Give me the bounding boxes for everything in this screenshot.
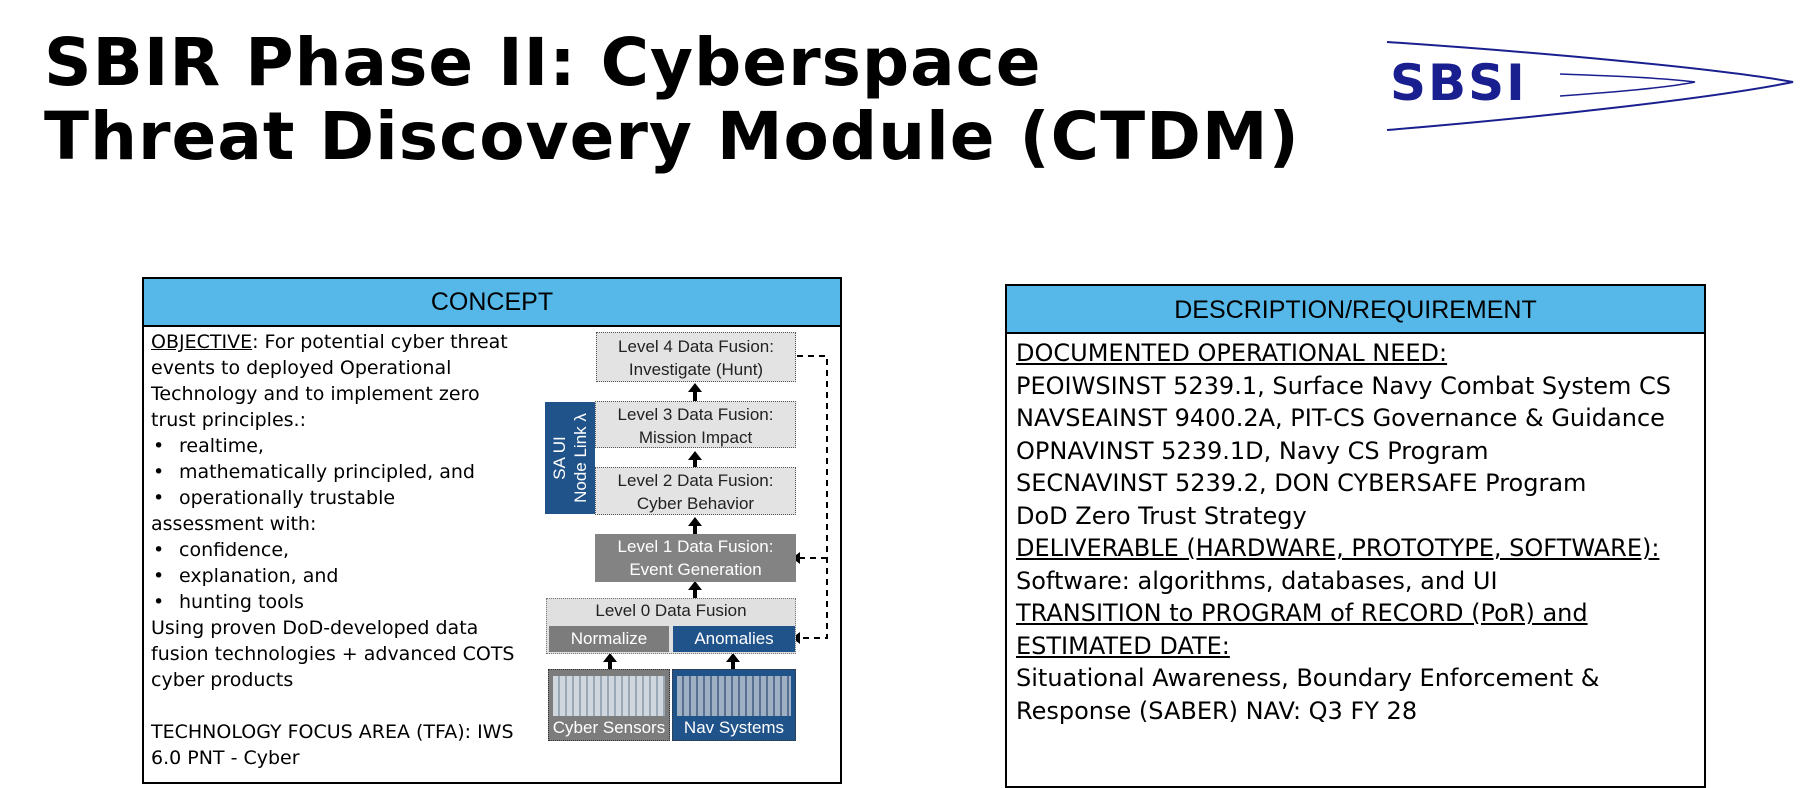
concept-text: OBJECTIVE: For potential cyber threat ev… — [151, 329, 541, 771]
page-title: SBIR Phase II: Cyberspace Threat Discove… — [44, 26, 1364, 174]
bullet-item: mathematically principled, and — [151, 459, 541, 485]
need-label: DOCUMENTED OPERATIONAL NEED: — [1016, 339, 1448, 367]
text-line: trust principles.: — [151, 409, 306, 431]
text-line: Technology and to implement zero — [151, 383, 480, 405]
bullet-item: operationally trustable — [151, 485, 541, 511]
description-text: DOCUMENTED OPERATIONAL NEED: PEOIWSINST … — [1016, 337, 1696, 727]
description-panel: DESCRIPTION/REQUIREMENT — [1005, 284, 1706, 788]
objective-label: OBJECTIVE — [151, 331, 253, 353]
description-header: DESCRIPTION/REQUIREMENT — [1007, 286, 1704, 334]
text-line: assessment with: — [151, 513, 317, 535]
transition-label-line1: TRANSITION to PROGRAM of RECORD (PoR) an… — [1016, 599, 1588, 627]
text-line: Using proven DoD-developed data — [151, 617, 479, 639]
objective-rest: : For potential cyber threat — [252, 331, 508, 353]
sbsi-logo-text: SBSI — [1390, 54, 1527, 112]
need-item: OPNAVINST 5239.1D, Navy CS Program — [1016, 436, 1489, 465]
title-line-2: Threat Discovery Module (CTDM) — [44, 98, 1300, 175]
need-item: DoD Zero Trust Strategy — [1016, 501, 1307, 530]
text-line: events to deployed Operational — [151, 357, 452, 379]
tfa-line: TECHNOLOGY FOCUS AREA (TFA): IWS — [151, 721, 514, 743]
need-item: NAVSEAINST 9400.2A, PIT-CS Governance & … — [1016, 404, 1665, 432]
need-item: SECNAVINST 5239.2, DON CYBERSAFE Program — [1016, 469, 1587, 497]
text-line: fusion technologies + advanced COTS — [151, 643, 515, 665]
title-line-1: SBIR Phase II: Cyberspace — [44, 24, 1042, 101]
bullet-item: confidence, — [151, 537, 541, 563]
need-item: PEOIWSINST 5239.1, Surface Navy Combat S… — [1016, 371, 1672, 400]
transition-line: Situational Awareness, Boundary Enforcem… — [1016, 664, 1600, 692]
deliverable-label: DELIVERABLE (HARDWARE, PROTOTYPE, SOFTWA… — [1016, 534, 1660, 562]
spacer — [151, 693, 541, 719]
transition-label-line2: ESTIMATED DATE: — [1016, 631, 1230, 660]
bullet-item: hunting tools — [151, 589, 541, 615]
sbsi-logo — [1386, 41, 1794, 131]
bullet-item: explanation, and — [151, 563, 541, 589]
objective-line: OBJECTIVE: For potential cyber threat — [151, 329, 541, 355]
deliverable-value: Software: algorithms, databases, and UI — [1016, 566, 1498, 595]
bullet-item: realtime, — [151, 433, 541, 459]
concept-header: CONCEPT — [144, 279, 840, 327]
tfa-line: 6.0 PNT - Cyber — [151, 747, 300, 769]
transition-line: Response (SABER) NAV: Q3 FY 28 — [1016, 696, 1418, 725]
text-line: cyber products — [151, 669, 294, 691]
